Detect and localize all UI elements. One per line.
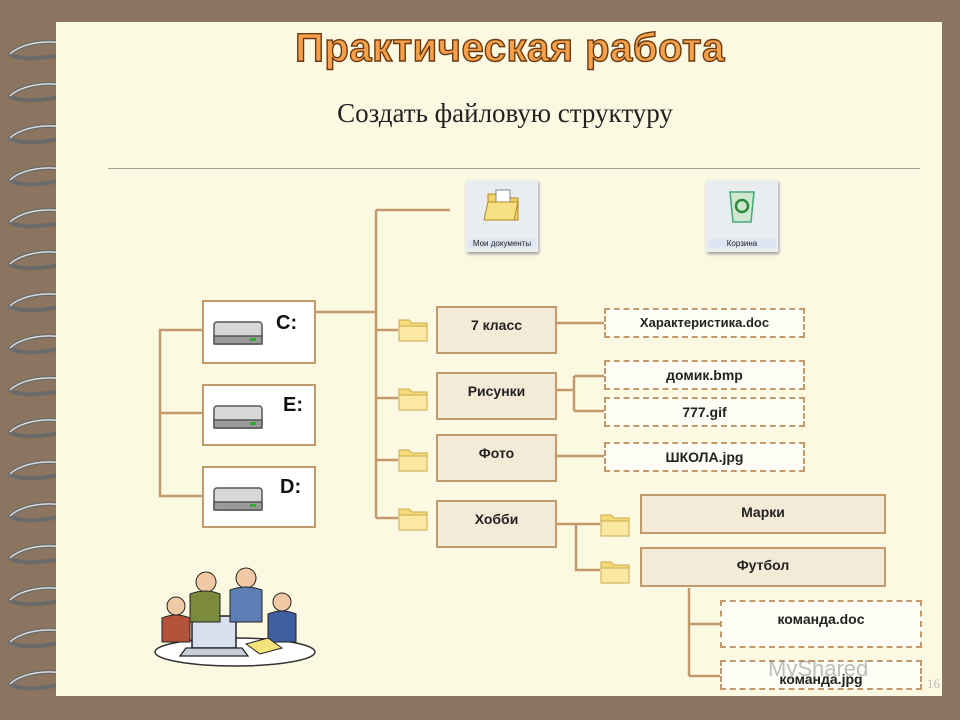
folder-futbol[interactable]: Футбол	[640, 547, 886, 587]
page-number: 16	[927, 676, 940, 691]
divider-line	[108, 168, 920, 169]
folder-icon	[600, 514, 630, 537]
my-documents-caption: Мои документы	[468, 239, 536, 248]
hard-drive-icon	[213, 405, 263, 429]
folder-7-klass[interactable]: 7 класс	[436, 306, 557, 354]
file-shkola[interactable]: ШКОЛА.jpg	[604, 442, 805, 472]
hard-drive-icon	[213, 487, 263, 511]
drive-c-box[interactable]	[202, 300, 316, 364]
hard-drive-icon	[213, 321, 263, 345]
folder-marki[interactable]: Марки	[640, 494, 886, 534]
folder-hobbi[interactable]: Хобби	[436, 500, 557, 548]
recycle-bin-icon	[729, 191, 755, 223]
file-harakteristika[interactable]: Характеристика.doc	[604, 308, 805, 338]
drive-e-box[interactable]	[202, 384, 316, 446]
file-domik[interactable]: домик.bmp	[604, 360, 805, 390]
folder-icon	[398, 388, 428, 411]
drive-d-box[interactable]	[202, 466, 316, 528]
my-documents-shortcut[interactable]: Мои документы	[466, 180, 538, 252]
folder-icon	[398, 508, 428, 531]
recycle-bin-shortcut[interactable]: Корзина	[706, 180, 778, 252]
file-777[interactable]: 777.gif	[604, 397, 805, 427]
drive-e-label: E:	[283, 394, 303, 416]
watermark-logo: MyShared	[768, 656, 869, 681]
people-clipart	[154, 567, 316, 667]
drive-d-label: D:	[280, 476, 302, 498]
my-documents-icon	[483, 189, 519, 221]
page-title: Практическая работа	[294, 25, 725, 70]
page-subtitle: Создать файловую структуру	[337, 98, 673, 128]
folder-icon	[398, 449, 428, 472]
folder-foto[interactable]: Фото	[436, 434, 557, 482]
folder-risunki[interactable]: Рисунки	[436, 372, 557, 420]
recycle-bin-caption: Корзина	[708, 239, 776, 248]
folder-icon	[600, 561, 630, 584]
drive-c-label: C:	[276, 312, 298, 334]
file-komanda-jpg[interactable]: команда.jpg	[720, 660, 922, 690]
file-komanda-doc[interactable]: команда.doc	[720, 600, 922, 648]
folder-icon	[398, 319, 428, 342]
